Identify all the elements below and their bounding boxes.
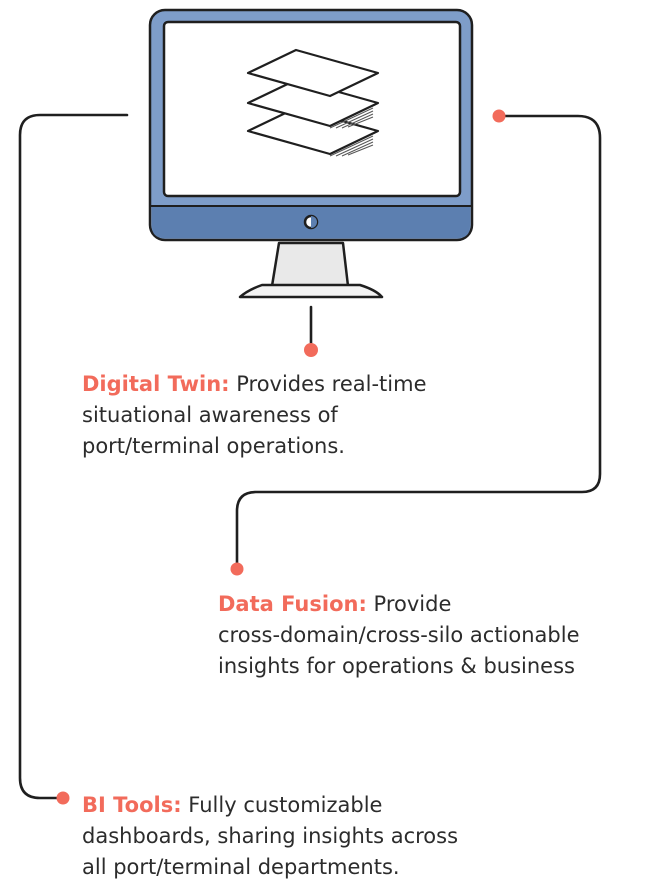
connector-dots	[56, 109, 506, 805]
stacked-layers-icon	[246, 48, 380, 157]
bi-tools-line-3: all port/terminal departments.	[82, 855, 400, 879]
digital-twin-line-2: situational awareness of	[82, 403, 338, 427]
data-fusion-line-3: insights for operations & business	[218, 654, 575, 678]
digital-twin-line-3: port/terminal operations.	[82, 434, 345, 458]
monitor-stand-neck	[270, 241, 350, 288]
dot-digital-twin	[304, 343, 318, 357]
bi-tools-line-2: dashboards, sharing insights across	[82, 824, 459, 848]
data-fusion-text: Provide	[366, 592, 452, 616]
connector-data-fusion	[235, 114, 602, 570]
connectors	[18, 113, 602, 800]
dot-data-fusion	[230, 562, 244, 576]
power-button-half	[311, 216, 317, 228]
layer-middle	[246, 78, 380, 128]
desktop-monitor-icon	[148, 8, 474, 299]
bi-tools-heading: BI Tools:	[82, 793, 182, 817]
layer-bottom	[246, 106, 380, 156]
callout-bi-tools: BI Tools: Fully customizable dashboards,…	[82, 790, 562, 883]
callout-data-fusion: Data Fusion: Provide cross-domain/cross-…	[218, 589, 648, 682]
bi-tools-text: Fully customizable	[181, 793, 383, 817]
data-fusion-heading: Data Fusion:	[218, 592, 367, 616]
digital-twin-text: Provides real-time	[229, 372, 427, 396]
callout-digital-twin: Digital Twin: Provides real-time situati…	[82, 369, 502, 462]
connector-bi-tools	[18, 113, 129, 800]
layer-shadow-hatching	[329, 107, 374, 157]
digital-twin-heading: Digital Twin:	[82, 372, 230, 396]
monitor-stand-base	[238, 283, 384, 299]
dot-bi-tools	[56, 791, 70, 805]
layer-top	[246, 48, 380, 98]
dot-data-fusion-start	[492, 109, 506, 123]
data-fusion-line-2: cross-domain/cross-silo actionable	[218, 623, 580, 647]
